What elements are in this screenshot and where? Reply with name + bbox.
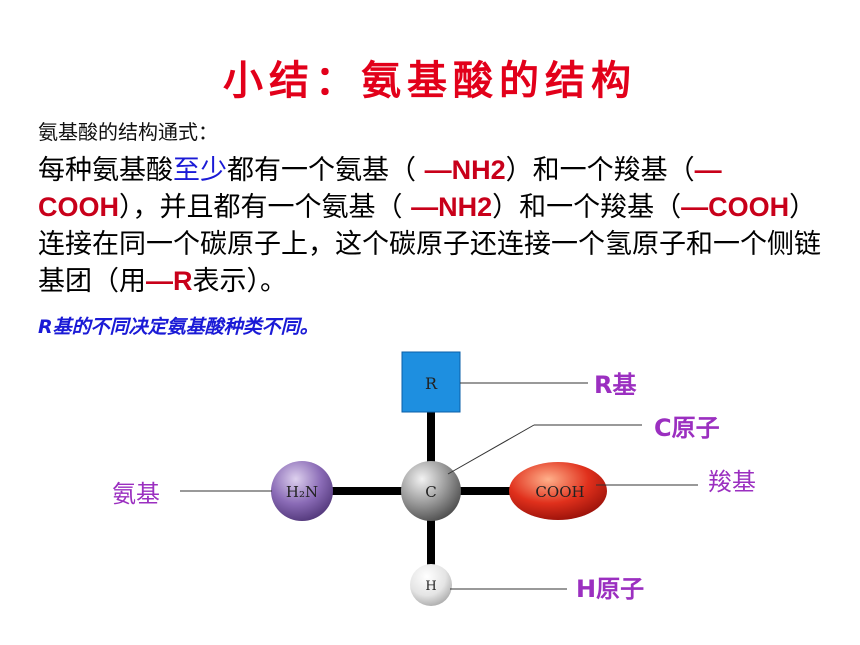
- central-carbon-atom: [401, 461, 461, 521]
- amino-group-symbol: H₂N: [286, 483, 318, 501]
- leader-c-atom: [447, 424, 535, 475]
- label-c-atom: C原子: [654, 414, 720, 442]
- para-emphasis-at-least: 至少: [173, 155, 227, 186]
- para-formula-cooh-2: —COOH: [681, 192, 790, 222]
- r-group-box: [401, 351, 461, 413]
- para-text-3: ）和一个羧基（: [505, 155, 695, 186]
- para-formula-nh2-2: —NH2: [411, 192, 493, 222]
- central-carbon-symbol: C: [425, 483, 436, 501]
- label-amino-group: 氨基: [112, 480, 160, 508]
- label-h-atom: H原子: [576, 575, 644, 603]
- amino-group-atom: [271, 461, 333, 521]
- para-formula-r: —R: [146, 266, 193, 296]
- para-text-6: ）连接在同一个碳原子上，这个碳原子还连接一个氢原子和一个侧链基团（用: [38, 192, 821, 297]
- carboxyl-group-symbol: COOH: [535, 483, 584, 501]
- para-text-4: ），并且都有一个氨基（: [119, 192, 412, 223]
- para-formula-cooh-1: —COOH: [38, 155, 722, 222]
- r-group-symbol: R: [425, 374, 438, 393]
- hydrogen-symbol: H: [425, 579, 436, 594]
- label-r-group: R基: [594, 371, 637, 399]
- para-text-7: 表示）。: [192, 266, 288, 297]
- subheading: 氨基酸的结构通式：: [38, 120, 218, 144]
- label-carboxyl-group: 羧基: [708, 468, 756, 496]
- r-group-note: R基的不同决定氨基酸种类不同。: [38, 316, 319, 338]
- para-formula-nh2-1: —NH2: [424, 155, 506, 185]
- para-text-5: ）和一个羧基（: [492, 192, 682, 223]
- hydrogen-atom: [410, 564, 452, 606]
- description-paragraph: 每种氨基酸至少都有一个氨基（ —NH2）和一个羧基（—COOH），并且都有一个氨…: [38, 152, 828, 300]
- para-text-1: 每种氨基酸: [38, 155, 173, 186]
- carboxyl-group-atom: [509, 462, 607, 520]
- page-title: 小结：氨基酸的结构: [223, 57, 637, 104]
- para-text-2: 都有一个氨基（: [227, 155, 425, 186]
